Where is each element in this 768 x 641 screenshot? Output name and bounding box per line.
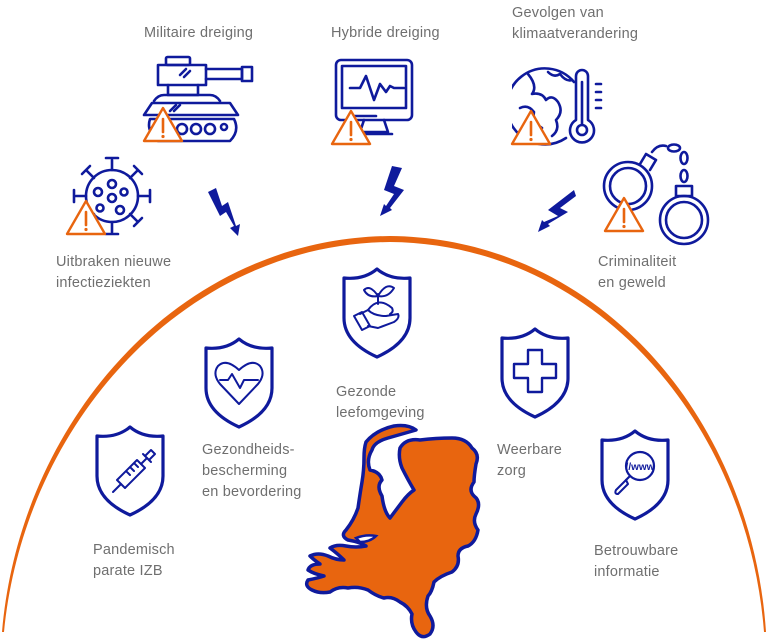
label-line: klimaatverandering [512, 26, 639, 42]
label-weerbare-zorg: Weerbare zorg [497, 440, 562, 482]
label-criminaliteit: Criminaliteit en geweld [598, 252, 676, 294]
lightning-bolt-icon [538, 190, 576, 232]
shield-heart-icon [204, 337, 274, 429]
label-line: Betrouwbare [594, 543, 679, 559]
label-line: Uitbraken nieuwe [56, 254, 172, 270]
label-line: Gezondheids- [202, 442, 295, 458]
label-pandemisch-parate-izb: Pandemisch parate IZB [93, 540, 175, 582]
label-line: Weerbare [497, 442, 563, 458]
label-gezonde-leefomgeving: Gezonde leefomgeving [336, 382, 425, 424]
label-klimaatverandering: Gevolgen van klimaatverandering [512, 3, 638, 45]
label-hybride-dreiging: Hybride dreiging [331, 23, 440, 44]
warning-icon [330, 109, 372, 146]
label-militaire-dreiging: Militaire dreiging [144, 23, 253, 44]
warning-icon [65, 199, 107, 236]
netherlands-map-icon [304, 423, 481, 639]
label-line: Pandemisch [93, 542, 175, 558]
warning-icon [142, 106, 184, 143]
warning-icon [510, 109, 552, 146]
label-line: informatie [594, 564, 660, 580]
label-betrouwbare-informatie: Betrouwbare informatie [594, 541, 678, 583]
shield-syringe-icon [95, 425, 165, 517]
lightning-bolt-icon [208, 188, 240, 236]
shield-cross-icon [500, 327, 570, 419]
shield-magnifier-www-icon: //www [600, 429, 670, 521]
label-gezondheidsbescherming: Gezondheids- bescherming en bevordering [202, 440, 302, 503]
label-line: en bevordering [202, 484, 302, 500]
label-line: Gevolgen van [512, 5, 604, 21]
label-line: Hybride dreiging [331, 25, 440, 41]
www-text: //www [626, 462, 655, 473]
label-infectieziekten: Uitbraken nieuwe infectieziekten [56, 252, 171, 294]
label-line: Criminaliteit [598, 254, 677, 270]
warning-icon [603, 196, 645, 233]
label-line: zorg [497, 463, 527, 479]
label-line: Gezonde [336, 384, 397, 400]
label-line: infectieziekten [56, 275, 151, 291]
label-line: parate IZB [93, 563, 163, 579]
shield-hand-plant-icon [342, 267, 412, 359]
label-line: leefomgeving [336, 405, 425, 421]
lightning-bolt-icon [380, 166, 404, 216]
label-line: en geweld [598, 275, 666, 291]
label-line: bescherming [202, 463, 288, 479]
label-line: Militaire dreiging [144, 25, 254, 41]
tank-icon [142, 55, 254, 143]
